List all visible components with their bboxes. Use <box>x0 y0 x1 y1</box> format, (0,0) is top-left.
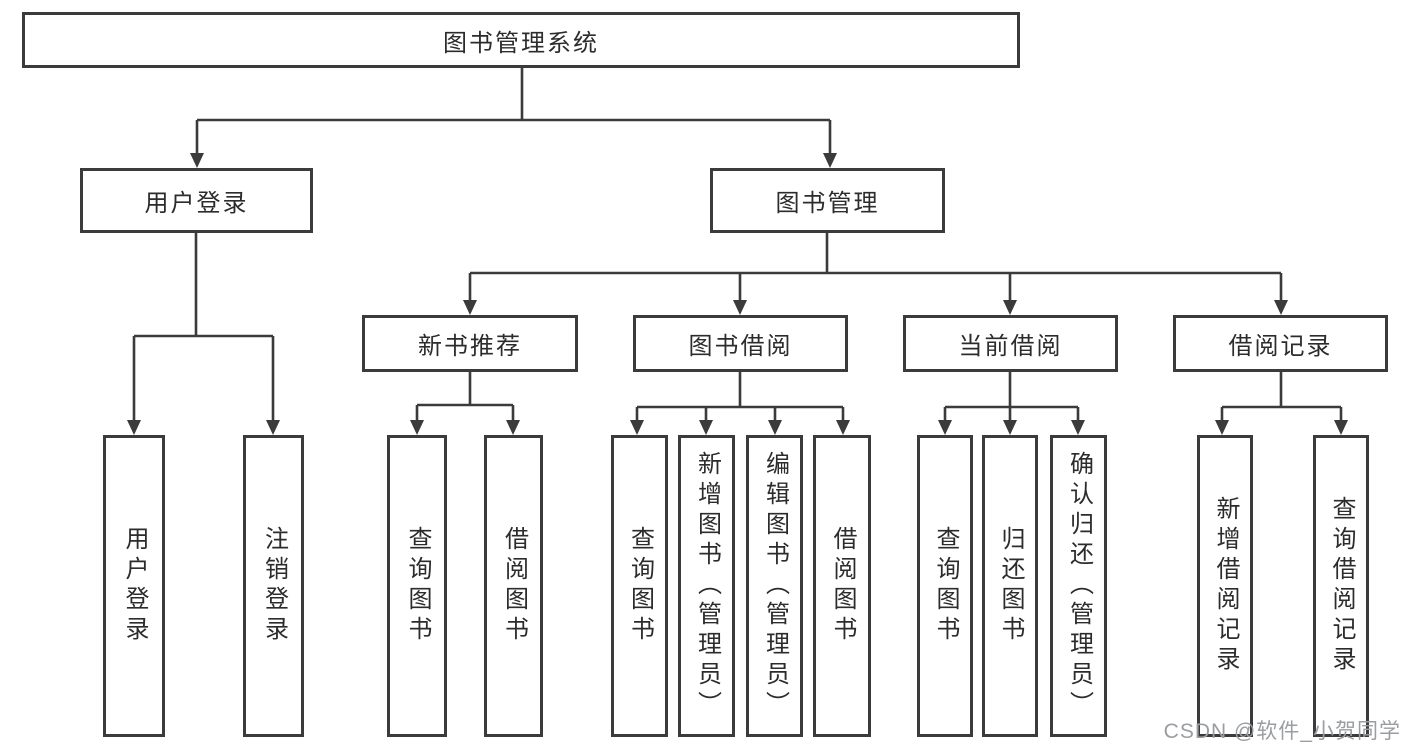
leaf-query-books-recommend: 查询图书 <box>387 435 447 737</box>
arrowhead <box>410 420 424 435</box>
arrowhead <box>1215 420 1229 435</box>
arrowhead <box>506 420 520 435</box>
node-book-borrowing: 图书借阅 <box>633 315 848 372</box>
arrowhead <box>938 420 952 435</box>
leaf-query-borrow-record: 查询借阅记录 <box>1313 435 1369 737</box>
leaf-borrow-books-borrowing: 借阅图书 <box>813 435 871 737</box>
connector-new-book-to-leaves <box>415 372 515 421</box>
arrowhead <box>823 153 837 168</box>
leaf-query-books-borrowing: 查询图书 <box>611 435 668 737</box>
arrowheads <box>127 153 1348 435</box>
connector-paths <box>132 68 1343 421</box>
node-borrowing-records: 借阅记录 <box>1173 315 1388 372</box>
leaf-logout-login: 注销登录 <box>243 435 304 737</box>
arrowhead <box>190 153 204 168</box>
arrowhead <box>699 420 713 435</box>
leaf-borrow-books-recommend: 借阅图书 <box>484 435 543 737</box>
arrowhead <box>1003 420 1017 435</box>
leaf-edit-books-admin: 编辑图书（管理员） <box>746 435 803 737</box>
connector-root-to-level2 <box>195 68 832 155</box>
node-current-borrowing: 当前借阅 <box>903 315 1118 372</box>
csdn-watermark: CSDN @软件_小贺同学 <box>1163 720 1401 743</box>
connector-book-borrow-to-leaves <box>635 372 845 421</box>
leaf-query-books-current: 查询图书 <box>917 435 973 737</box>
arrowhead <box>1071 420 1085 435</box>
leaf-add-books-admin: 新增图书（管理员） <box>678 435 735 737</box>
node-library-system: 图书管理系统 <box>22 12 1020 68</box>
node-new-book-recommendation: 新书推荐 <box>362 315 578 372</box>
arrowhead <box>1274 300 1288 315</box>
arrowhead <box>1003 300 1017 315</box>
arrowhead <box>768 420 782 435</box>
connector-borrow-record-to-leaves <box>1220 372 1343 421</box>
leaf-return-books: 归还图书 <box>982 435 1038 737</box>
arrowhead <box>630 420 644 435</box>
arrowhead <box>127 420 141 435</box>
arrowhead <box>266 420 280 435</box>
connector-book-mgmt-to-level3 <box>468 233 1283 302</box>
arrowhead <box>1334 420 1348 435</box>
connector-user-login-to-leaves <box>132 233 275 421</box>
leaf-add-borrow-record: 新增借阅记录 <box>1197 435 1253 737</box>
connector-current-borrow-to-leaves <box>943 372 1080 421</box>
node-book-management: 图书管理 <box>710 168 945 233</box>
leaf-user-login: 用户登录 <box>103 435 165 737</box>
node-user-login: 用户登录 <box>80 168 313 233</box>
arrowhead <box>836 420 850 435</box>
arrowhead <box>463 300 477 315</box>
arrowhead <box>733 300 747 315</box>
leaf-confirm-return-admin: 确认归还（管理员） <box>1050 435 1107 737</box>
